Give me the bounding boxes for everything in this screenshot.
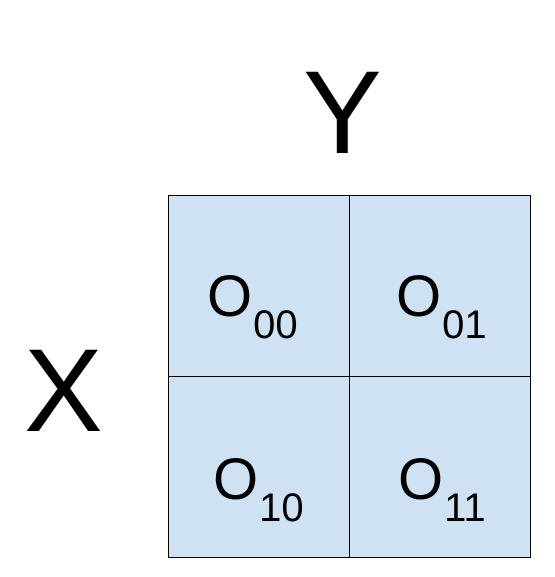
grid-cell-00: O00: [168, 195, 350, 377]
grid-cell-01: O01: [349, 195, 531, 377]
cell-label: O11: [398, 451, 486, 529]
grid-cell-10: O10: [168, 376, 350, 558]
cell-label-subscript: 10: [259, 486, 304, 530]
grid-cell-11: O11: [349, 376, 531, 558]
outcome-grid: O00 O01 O10 O11: [168, 195, 531, 558]
cell-label: O10: [213, 451, 304, 529]
cell-label-main: O: [398, 447, 444, 512]
cell-label: O01: [396, 268, 487, 346]
cell-label-main: O: [207, 264, 253, 329]
cell-label-main: O: [213, 447, 259, 512]
cell-label: O00: [207, 268, 298, 346]
cell-label-main: O: [396, 264, 442, 329]
cell-label-subscript: 11: [444, 486, 486, 530]
x-axis-label: X: [24, 325, 103, 457]
cell-label-subscript: 00: [253, 303, 298, 347]
y-axis-label: Y: [303, 47, 382, 179]
cell-label-subscript: 01: [442, 303, 487, 347]
